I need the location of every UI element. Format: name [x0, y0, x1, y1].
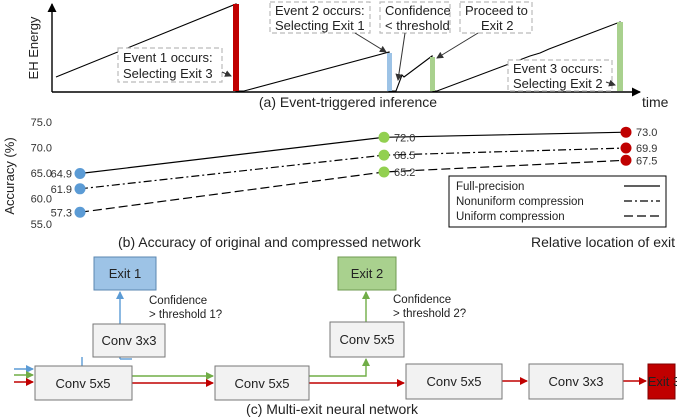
exit2-box	[337, 256, 397, 291]
y-tick-label: 70.0	[31, 143, 52, 155]
annotation-confidence-line1: Confidence	[385, 3, 451, 18]
annotation-event1-arrow	[221, 70, 232, 77]
data-label: 69.9	[636, 143, 657, 155]
data-label: 73.0	[636, 127, 657, 139]
exit2-inference-bar	[430, 57, 435, 91]
data-label: 61.9	[51, 184, 72, 196]
data-point	[378, 149, 390, 161]
annotation-event3-box	[507, 59, 613, 92]
panel-b-caption: (b) Accuracy of original and compressed …	[118, 234, 422, 250]
branch2-conv-box	[329, 321, 405, 358]
data-label: 57.3	[51, 207, 72, 219]
data-point	[378, 166, 390, 178]
conv2-label: Conv 5x5	[235, 376, 290, 391]
conv3-label: Conv 5x5	[427, 374, 482, 389]
branch2-conv-label: Conv 5x5	[340, 332, 395, 347]
conv1-box	[34, 365, 133, 401]
panel-b-x-label: Relative location of exit	[531, 234, 675, 250]
exit1-box	[93, 256, 157, 291]
panel-a: EH Energy time Event 1 occurs: Selecting…	[26, 1, 669, 110]
annotation-event1-line1: Event 1 occurs:	[123, 50, 213, 65]
panel-c: Exit 1 Exit 2 Confidence > threshold 1? …	[14, 256, 677, 417]
annotation-event2-arrow	[354, 32, 387, 53]
exit3-label: Exit 3	[648, 374, 677, 389]
annotation-proceed-box	[459, 1, 533, 34]
exit3-inference-bar	[233, 4, 239, 91]
exit2-label: Exit 2	[351, 266, 384, 281]
legend-label-full-precision: Full-precision	[456, 181, 524, 193]
data-label: 64.9	[51, 169, 72, 181]
annotation-proceed-arrow	[436, 32, 479, 59]
branch1-conv-label: Conv 3x3	[102, 333, 157, 348]
data-point	[620, 126, 632, 138]
condition2-line1: Confidence	[393, 294, 451, 306]
conv3-box	[405, 363, 503, 400]
panel-c-caption: (c) Multi-exit neural network	[246, 401, 419, 417]
y-tick-label: 65.0	[31, 168, 52, 180]
conv4-box	[528, 363, 624, 400]
annotation-proceed-line2: Exit 2	[481, 18, 514, 33]
legend-label-nonuniform: Nonuniform compression	[456, 196, 584, 208]
panel-a-y-label: EH Energy	[26, 16, 41, 79]
annotation-event1-box	[117, 47, 223, 83]
branch1-conv-box	[92, 323, 166, 358]
conv1-label: Conv 5x5	[56, 376, 111, 391]
data-point	[378, 131, 390, 143]
y-tick-label: 60.0	[31, 194, 52, 206]
series-line-solid	[79, 131, 627, 175]
annotation-event2-line2: Selecting Exit 1	[275, 18, 365, 33]
green-conv2-to-branch2	[309, 358, 370, 377]
y-tick-label: 55.0	[31, 219, 52, 231]
exit3-box-fill	[647, 363, 676, 400]
panel-b: Accuracy (%) 55.0 60.0 65.0 70.0 75.0 64.9 72…	[2, 117, 675, 250]
annotation-confidence-line2: < threshold	[385, 18, 450, 33]
exit1-label: Exit 1	[109, 266, 142, 281]
panel-a-x-label: time	[642, 94, 669, 110]
conv4-label: Conv 3x3	[549, 374, 604, 389]
panel-a-caption: (a) Event-triggered inference	[259, 94, 437, 110]
annotation-event3-line2: Selecting Exit 2	[513, 76, 603, 91]
annotation-confidence-box	[379, 1, 451, 34]
y-tick-label: 75.0	[31, 117, 52, 129]
annotation-event2-box	[269, 1, 371, 34]
data-label: 67.5	[636, 155, 657, 167]
data-point	[74, 206, 86, 218]
data-label: 72.0	[394, 132, 415, 144]
data-point	[620, 154, 632, 166]
energy-curve	[55, 3, 621, 92]
panel-b-y-ticks: 55.0 60.0 65.0 70.0 75.0	[31, 117, 52, 231]
data-point	[620, 142, 632, 154]
exit1-inference-bar	[387, 53, 392, 91]
legend-label-uniform: Uniform compression	[456, 211, 565, 223]
chart-legend: Full-precision Nonuniform compression Un…	[448, 175, 667, 228]
panel-b-y-label: Accuracy (%)	[2, 137, 17, 214]
exit2-inference-bar-2	[617, 22, 623, 91]
condition1-line1: Confidence	[149, 295, 207, 307]
data-label: 68.5	[394, 150, 415, 162]
data-label: 65.2	[394, 167, 415, 179]
annotation-event3-line1: Event 3 occurs:	[513, 61, 603, 76]
annotation-proceed-line1: Proceed to	[465, 3, 528, 18]
condition2-line2: > threshold 2?	[393, 308, 466, 320]
condition1-line2: > threshold 1?	[149, 309, 222, 321]
panel-b-value-labels: 64.9 72.0 73.0 61.9 68.5 69.9 57.3 65.2 67.5	[51, 127, 658, 219]
data-point	[74, 168, 86, 180]
annotation-event2-line1: Event 2 occurs:	[275, 3, 365, 18]
annotation-event1-line2: Selecting Exit 3	[123, 66, 213, 81]
annotation-event3-arrow	[605, 79, 616, 87]
annotation-confidence-arrow	[395, 32, 406, 81]
data-point	[74, 183, 86, 195]
panel-b-points	[74, 126, 632, 218]
conv2-box	[214, 365, 310, 401]
